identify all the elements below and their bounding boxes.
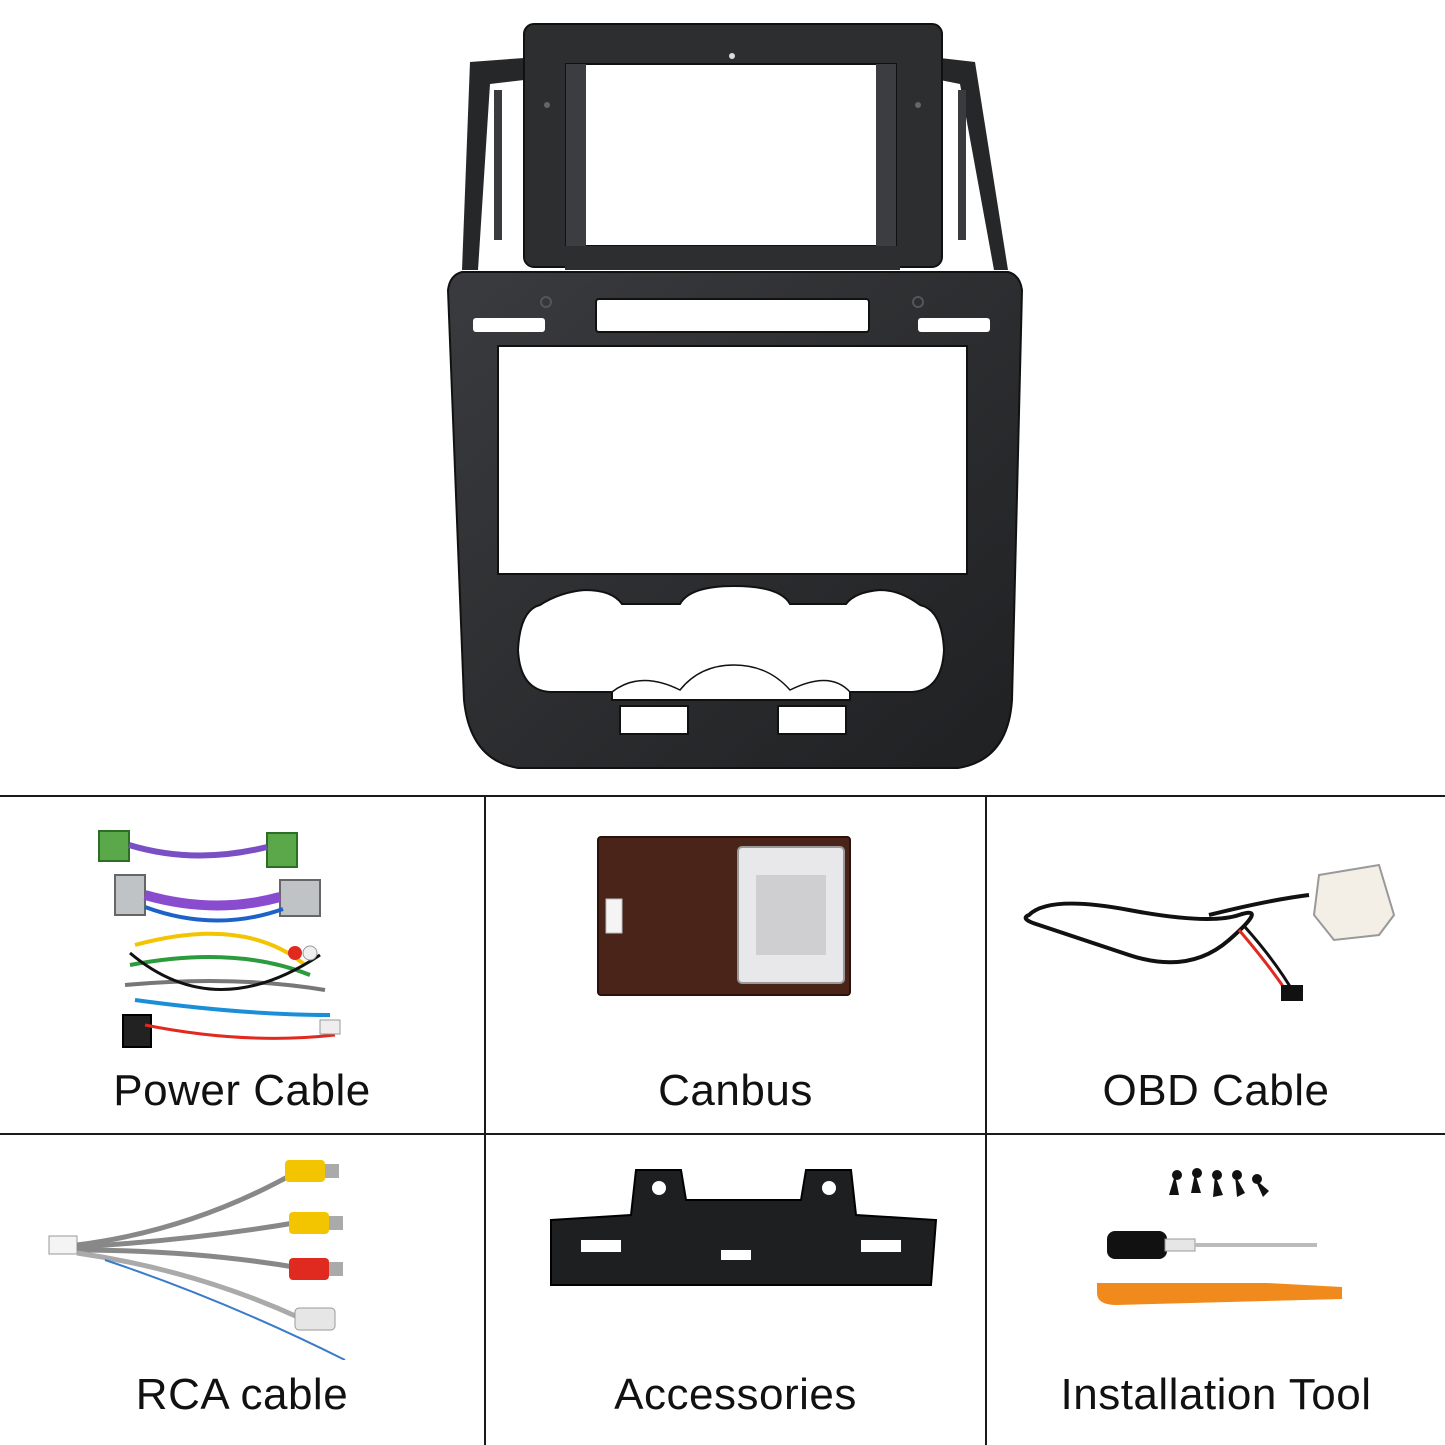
dash-frame-icon bbox=[446, 23, 1024, 769]
item-label: Canbus bbox=[658, 1066, 813, 1115]
item-label: Installation Tool bbox=[1060, 1370, 1372, 1419]
item-label: Power Cable bbox=[113, 1066, 371, 1115]
item-label: RCA cable bbox=[135, 1370, 349, 1419]
grid-divider-right bbox=[985, 795, 987, 1445]
item-obd-cable: OBD Cable bbox=[987, 795, 1445, 1133]
dash-frame-image bbox=[446, 23, 1024, 769]
item-canbus: Canbus bbox=[486, 795, 985, 1133]
item-power-cable: Power Cable bbox=[0, 795, 484, 1133]
grid-divider-top bbox=[0, 795, 1445, 797]
item-accessories: Accessories bbox=[486, 1135, 985, 1445]
power-cable-harness-icon bbox=[98, 830, 341, 1048]
obd-cable-icon bbox=[1023, 863, 1396, 1001]
item-installation-tool: Installation Tool bbox=[987, 1135, 1445, 1445]
included-items-grid: Power Cable Canbus OBD Cable bbox=[0, 795, 1445, 1445]
installation-tool-icon bbox=[1097, 1168, 1342, 1305]
item-label: Accessories bbox=[614, 1370, 857, 1419]
canbus-module-icon bbox=[597, 836, 851, 996]
rca-cable-icon bbox=[48, 1160, 346, 1360]
grid-divider-left bbox=[484, 795, 486, 1445]
item-rca-cable: RCA cable bbox=[0, 1135, 484, 1445]
mounting-bracket-icon bbox=[550, 1169, 938, 1286]
item-label: OBD Cable bbox=[1102, 1066, 1330, 1115]
grid-divider-middle bbox=[0, 1133, 1445, 1135]
